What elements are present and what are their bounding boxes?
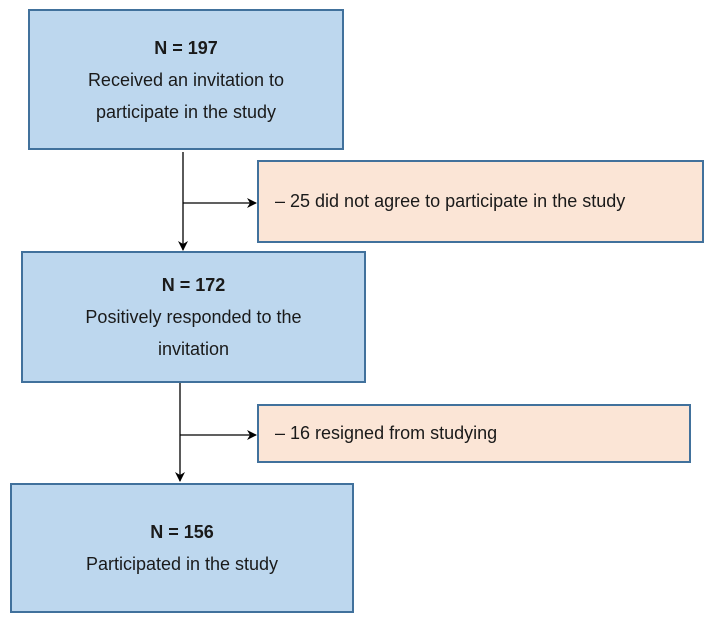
step-description-line: Participated in the study	[85, 554, 279, 574]
step-box-participated: N = 156 Participated in the study	[10, 483, 354, 613]
exclusion-box-resigned: – 16 resigned from studying	[257, 404, 691, 463]
step-description-line: Received an invitation to	[87, 69, 285, 90]
exclusion-text: – 16 resigned from studying	[275, 423, 498, 443]
exclusion-text: – 25 did not agree to participate in the…	[275, 191, 626, 211]
exclusion-box-not-agreed: – 25 did not agree to participate in the…	[257, 160, 704, 243]
step-count: N = 197	[154, 37, 218, 58]
step-description-line: invitation	[157, 339, 230, 359]
step-description-line: participate in the study	[95, 101, 277, 122]
step-count: N = 172	[161, 275, 226, 295]
step-description-line: Positively responded to the	[85, 307, 302, 327]
step-box-positively-responded: N = 172 Positively responded to the invi…	[21, 251, 366, 383]
step-count: N = 156	[150, 522, 214, 542]
step-box-received-invitation: N = 197 Received an invitation to partic…	[28, 9, 344, 150]
